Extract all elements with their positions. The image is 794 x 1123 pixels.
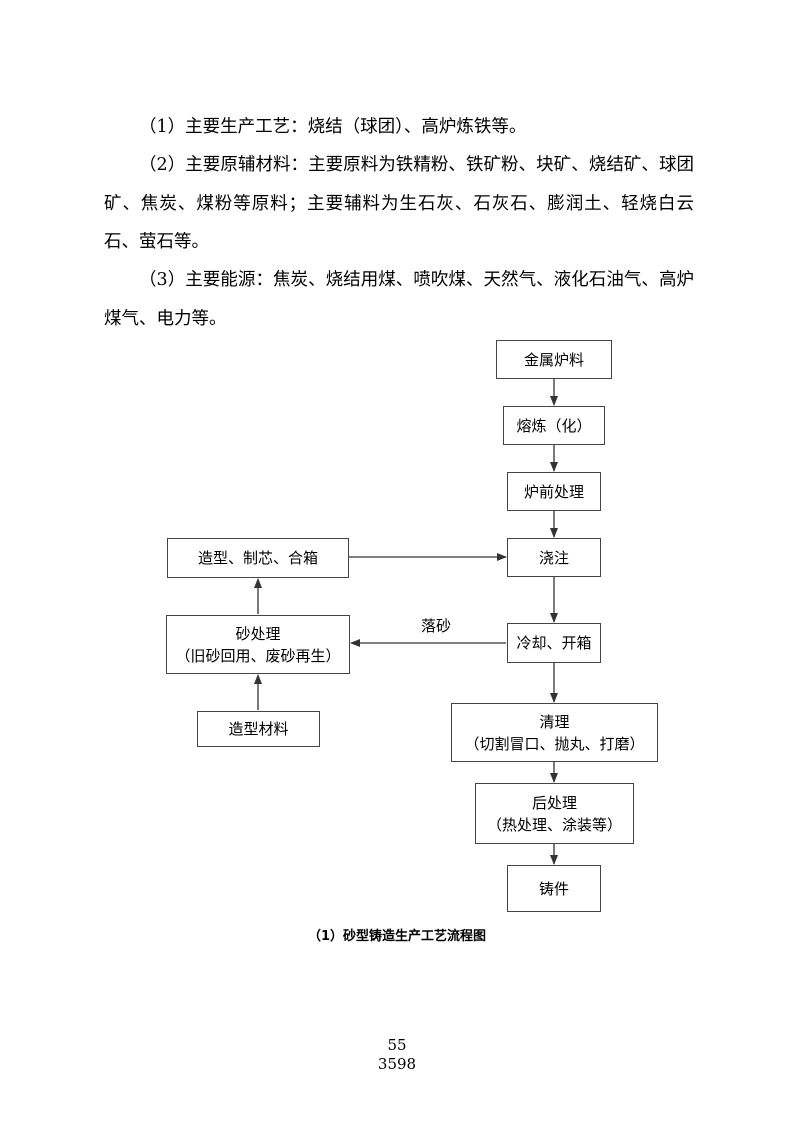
box-molding-label: 造型、制芯、合箱 (197, 549, 318, 567)
box-casting-label: 铸件 (538, 879, 569, 898)
box-pouring-label: 浇注 (538, 548, 569, 567)
paragraph-energy: （3）主要能源：焦炭、烧结用煤、喷吹煤、天然气、液化石油气、高炉煤气、电力等。 (104, 270, 694, 329)
box-pouring: 浇注 (507, 538, 601, 577)
figure-caption: （1）砂型铸造生产工艺流程图 (307, 929, 487, 944)
box-post-processing: 后处理 （热处理、涂装等） (475, 783, 634, 844)
box-post-detail: （热处理、涂装等） (486, 815, 622, 834)
box-sand-detail: （旧砂回用、废砂再生） (175, 646, 341, 665)
box-casting: 铸件 (507, 865, 601, 912)
box-metal-charge: 金属炉料 (496, 340, 612, 379)
box-cooling-label: 冷却、开箱 (516, 634, 592, 652)
label-shakeout: 落砂 (421, 617, 452, 635)
box-metal-charge-label: 金属炉料 (523, 350, 584, 369)
box-cleaning-title: 清理 (539, 712, 570, 731)
box-cleaning-detail: （切割冒口、抛丸、打磨） (464, 734, 645, 753)
total-number: 3598 (377, 1055, 417, 1073)
box-molding: 造型、制芯、合箱 (167, 538, 349, 578)
box-sand-title: 砂处理 (235, 624, 281, 643)
box-smelting: 熔炼（化） (503, 406, 605, 445)
paragraph-process: （1）主要生产工艺：烧结（球团）、高炉炼铁等。 (139, 117, 527, 137)
page-number: 55 (387, 1036, 407, 1054)
box-cleaning: 清理 （切割冒口、抛丸、打磨） (451, 703, 658, 762)
box-cooling: 冷却、开箱 (507, 623, 601, 663)
box-molding-material-label: 造型材料 (228, 720, 289, 738)
box-molding-material: 造型材料 (197, 711, 320, 747)
box-post-title: 后处理 (531, 793, 577, 812)
box-sand-treatment: 砂处理 （旧砂回用、废砂再生） (166, 615, 350, 674)
box-smelting-label: 熔炼（化） (516, 416, 592, 435)
paragraph-materials: （2）主要原辅材料：主要原料为铁精粉、铁矿粉、块矿、烧结矿、球团矿、焦炭、煤粉等… (104, 155, 694, 252)
box-pre-furnace: 炉前处理 (507, 472, 601, 511)
box-pre-furnace-label: 炉前处理 (523, 482, 584, 501)
